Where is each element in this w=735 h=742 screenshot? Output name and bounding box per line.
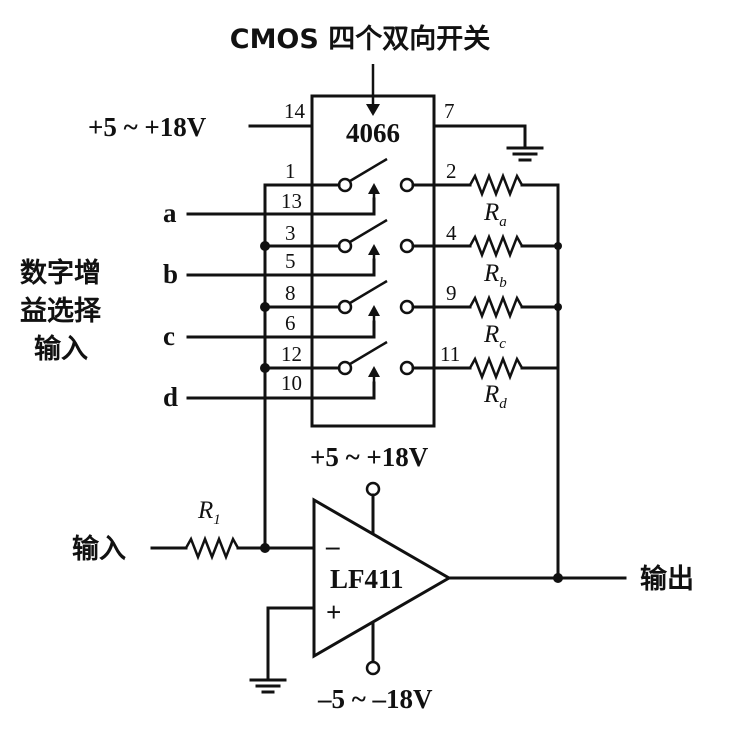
supply-chip: +5 ~ +18V — [88, 112, 207, 142]
opamp-vneg-terminal — [365, 660, 381, 676]
pin-2: 2 — [446, 159, 457, 183]
output-label: 输出 — [640, 563, 694, 595]
control-c-wire — [186, 320, 376, 339]
opamp-lf411 — [312, 497, 452, 659]
control-a-wire — [186, 197, 376, 216]
resistor-r1-label: R1 — [197, 497, 221, 528]
input-label: 输入 — [72, 533, 126, 565]
opamp-plus: + — [326, 597, 341, 627]
control-group-label-2: 益选择 — [20, 296, 102, 327]
pin-14: 14 — [284, 99, 306, 123]
pin-3: 3 — [285, 221, 296, 245]
pin-10: 10 — [281, 371, 302, 395]
opamp-supply-pos: +5 ~ +18V — [310, 442, 429, 472]
title: CMOS 四个双向开关 — [230, 23, 490, 55]
junction-rb — [554, 242, 562, 250]
opamp-label: LF411 — [330, 564, 404, 594]
junction-pin8 — [260, 302, 270, 312]
noninverting-gnd-wire — [266, 606, 316, 682]
ground-symbol-chip — [506, 146, 544, 162]
pin-7: 7 — [444, 99, 455, 123]
chip-4066-body — [310, 94, 436, 428]
control-group-label-1: 数字增 — [20, 257, 101, 289]
junction-output — [553, 573, 563, 583]
junction-rc — [554, 303, 562, 311]
resistor-rb — [468, 233, 524, 259]
junction-pin3 — [260, 241, 270, 251]
ground-symbol-opamp — [249, 678, 287, 694]
switch-2 — [337, 218, 415, 275]
resistor-ra — [468, 172, 524, 198]
resistor-r1 — [184, 535, 240, 561]
pin-1: 1 — [285, 159, 296, 183]
pin-8: 8 — [285, 281, 296, 305]
switch-1 — [337, 157, 415, 199]
resistor-rc-label: Rc — [483, 321, 506, 352]
opamp-supply-neg: –5 ~ –18V — [317, 684, 433, 714]
control-input-b: b — [163, 259, 178, 289]
resistor-rc — [468, 294, 524, 320]
control-input-a: a — [163, 198, 177, 228]
resistor-rb-label: Rb — [483, 260, 507, 291]
control-input-d: d — [163, 382, 178, 412]
control-b-wire — [186, 258, 376, 277]
switch-4 — [337, 340, 415, 398]
pin-9: 9 — [446, 281, 457, 305]
resistor-rd-label: Rd — [483, 381, 507, 412]
pin-4: 4 — [446, 221, 457, 245]
gnd-chip-wire — [432, 124, 527, 150]
chip-label: 4066 — [346, 118, 400, 148]
pin-5: 5 — [285, 249, 296, 273]
resistor-rd — [468, 355, 524, 381]
pin-6: 6 — [285, 311, 296, 335]
pin-12: 12 — [281, 342, 302, 366]
opamp-vpos-terminal — [365, 481, 381, 497]
pin-11: 11 — [440, 342, 460, 366]
control-group-label-3: 输入 — [34, 333, 88, 365]
switch-3 — [337, 279, 415, 337]
junction-inverting — [260, 543, 270, 553]
opamp-minus: – — [325, 531, 340, 561]
resistor-ra-label: Ra — [483, 199, 507, 230]
junction-pin12 — [260, 363, 270, 373]
pin-13: 13 — [281, 189, 302, 213]
control-input-c: c — [163, 321, 175, 351]
control-d-wire — [186, 381, 376, 400]
title-arrowhead — [366, 104, 380, 116]
